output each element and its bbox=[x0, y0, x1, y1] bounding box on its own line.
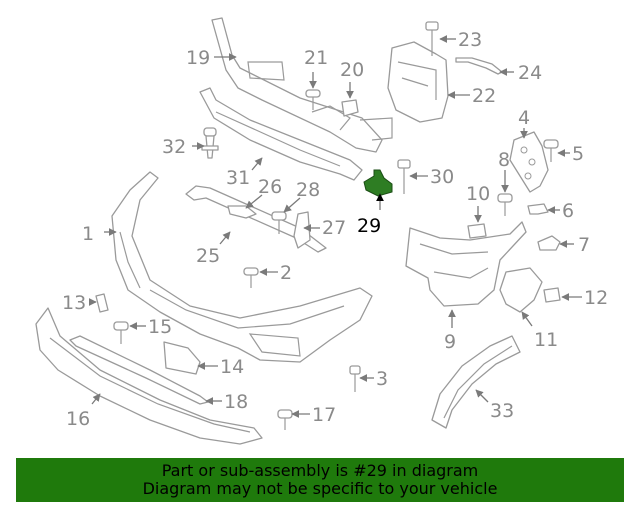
part-33-wheel-arch bbox=[431, 335, 521, 429]
callout-29-highlighted: 29 bbox=[357, 215, 381, 237]
part-3-bolt bbox=[349, 365, 361, 392]
callout-33: 33 bbox=[490, 400, 514, 422]
banner-line-2: Diagram may not be specific to your vehi… bbox=[142, 479, 498, 498]
callout-25: 25 bbox=[196, 245, 220, 267]
part-15-screw bbox=[113, 321, 129, 344]
part-28-screw bbox=[271, 211, 287, 234]
part-29-highlighted-bracket bbox=[363, 169, 393, 197]
part-22-air-duct bbox=[387, 41, 449, 123]
callout-23: 23 bbox=[458, 29, 482, 51]
part-27-bracket bbox=[293, 211, 311, 249]
part-32-rivet bbox=[201, 127, 219, 159]
callout-12: 12 bbox=[584, 287, 608, 309]
part-12-clip bbox=[543, 287, 561, 303]
callout-31: 31 bbox=[226, 167, 250, 189]
callout-24: 24 bbox=[518, 62, 542, 84]
callout-13: 13 bbox=[62, 292, 86, 314]
part-10-nut bbox=[467, 223, 487, 239]
callout-14: 14 bbox=[220, 356, 244, 378]
callout-1: 1 bbox=[82, 223, 94, 245]
part-21-clip bbox=[305, 89, 321, 110]
part-11-side-support bbox=[499, 267, 543, 313]
callout-20: 20 bbox=[340, 59, 364, 81]
leader-lines bbox=[88, 35, 582, 418]
callout-5: 5 bbox=[572, 143, 584, 165]
part-30-bolt bbox=[397, 159, 411, 194]
callout-26: 26 bbox=[258, 176, 282, 198]
part-25-mount-bar bbox=[185, 185, 327, 253]
part-16-lower-bumper bbox=[35, 307, 263, 445]
parts-diagram: 19 21 20 22 23 24 32 31 30 26 28 27 25 1… bbox=[35, 17, 608, 445]
callout-3: 3 bbox=[376, 368, 388, 390]
callout-32: 32 bbox=[162, 136, 186, 158]
part-17-screw bbox=[277, 409, 293, 430]
callout-2: 2 bbox=[280, 262, 292, 284]
callout-8: 8 bbox=[498, 149, 510, 171]
part-31-absorber bbox=[199, 87, 363, 181]
part-9-frame bbox=[405, 221, 527, 307]
part-7-bracket bbox=[537, 235, 561, 251]
callout-27: 27 bbox=[322, 217, 346, 239]
part-5-screw bbox=[543, 139, 559, 162]
callout-7: 7 bbox=[578, 234, 590, 256]
part-14-plate-holder bbox=[163, 341, 201, 375]
callout-17: 17 bbox=[312, 404, 336, 426]
part-8-screw bbox=[497, 193, 513, 216]
callout-18: 18 bbox=[224, 391, 248, 413]
callout-30: 30 bbox=[430, 166, 454, 188]
callout-22: 22 bbox=[472, 85, 496, 107]
part-4-side-bracket bbox=[509, 131, 549, 193]
callout-21: 21 bbox=[304, 47, 328, 69]
part-6-clip bbox=[527, 203, 549, 215]
callout-28: 28 bbox=[296, 179, 320, 201]
part-24-strip bbox=[455, 57, 503, 75]
callout-11: 11 bbox=[534, 329, 558, 351]
callout-9: 9 bbox=[444, 331, 456, 353]
callout-6: 6 bbox=[562, 200, 574, 222]
callout-19: 19 bbox=[186, 47, 210, 69]
part-1-bumper-cover bbox=[111, 171, 373, 363]
callout-10: 10 bbox=[466, 183, 490, 205]
callout-15: 15 bbox=[148, 316, 172, 338]
banner-line-1: Part or sub-assembly is #29 in diagram bbox=[161, 461, 479, 480]
part-26-bracket bbox=[227, 205, 257, 219]
part-23-bolt bbox=[425, 21, 439, 56]
part-13-clip bbox=[95, 293, 109, 313]
callout-4: 4 bbox=[518, 107, 530, 129]
callout-16: 16 bbox=[66, 408, 90, 430]
part-2-clip bbox=[243, 267, 259, 288]
info-banner: Part or sub-assembly is #29 in diagram D… bbox=[16, 458, 624, 502]
part-20-nut bbox=[341, 99, 359, 117]
